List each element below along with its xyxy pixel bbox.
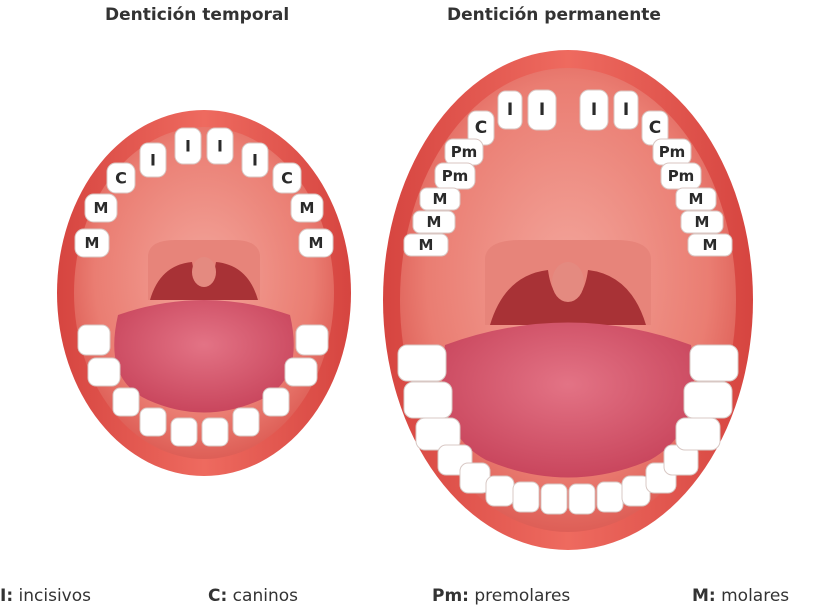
permanente-tooth-right-7: M [680, 210, 724, 234]
permanente-uvula [552, 262, 584, 302]
permanente-tooth-label-left-4: Pm [451, 143, 478, 161]
permanente-tooth-label-right-5: Pm [668, 167, 695, 185]
legend-incisivos: I: incisivos [0, 586, 91, 606]
permanente-tooth-label-left-5: Pm [442, 167, 469, 185]
temporal-tooth-label-right-5: M [309, 234, 324, 252]
permanente-tooth-label-right-2: I [623, 100, 629, 120]
temporal-uvula [192, 257, 216, 287]
permanente-lower-teeth [397, 344, 739, 515]
permanente-tooth-label-right-7: M [695, 213, 710, 231]
permanente-tooth-left-4: Pm [444, 138, 484, 166]
permanente-tooth-right-1: I [579, 89, 609, 131]
temporal-tooth-left-4: M [84, 193, 118, 223]
permanente-tooth-label-right-1: I [591, 100, 597, 120]
temporal-tooth-left-3: C [106, 162, 136, 194]
legend-molares: M: molares [692, 586, 790, 606]
temporal-tooth-left-2: I [139, 142, 167, 178]
permanente-tooth-right-3: C [641, 110, 669, 146]
temporal-tooth-right-1: I [206, 127, 234, 165]
permanente-tooth-left-1: I [527, 89, 557, 131]
permanente-tooth-label-left-1: I [539, 100, 545, 120]
temporal-tooth-label-left-2: I [150, 151, 156, 170]
temporal-tooth-label-left-5: M [85, 234, 100, 252]
permanente-tooth-label-left-7: M [427, 213, 442, 231]
temporal-tooth-label-left-4: M [94, 199, 109, 217]
permanente-tooth-label-left-8: M [419, 236, 434, 254]
permanente-tooth-left-2: I [497, 90, 523, 130]
permanente-tooth-left-3: C [467, 110, 495, 146]
permanente-tooth-label-right-6: M [689, 190, 704, 208]
temporal-tooth-label-left-3: C [115, 169, 127, 188]
temporal-tooth-label-right-4: M [300, 199, 315, 217]
temporal-tooth-label-right-3: C [281, 169, 293, 188]
title-permanente: Dentición permanente [447, 5, 661, 25]
permanente-tooth-left-7: M [412, 210, 456, 234]
permanente-tongue [442, 322, 694, 478]
permanente-tooth-label-left-2: I [507, 100, 513, 120]
permanente-tooth-label-right-3: C [649, 118, 661, 138]
permanente-tooth-right-5: Pm [660, 162, 702, 190]
permanente-tooth-left-6: M [419, 187, 461, 211]
temporal-throat [150, 262, 258, 300]
permanente-tooth-right-6: M [675, 187, 717, 211]
temporal-tooth-right-5: M [298, 228, 334, 258]
temporal-tooth-label-right-2: I [252, 151, 258, 170]
permanente-tooth-label-left-6: M [433, 190, 448, 208]
temporal-tooth-right-4: M [290, 193, 324, 223]
temporal-tooth-right-2: I [241, 142, 269, 178]
permanente-tooth-label-right-4: Pm [659, 143, 686, 161]
temporal-tooth-label-right-1: I [217, 137, 223, 156]
permanente-throat [490, 270, 646, 325]
permanente-tooth-label-left-3: C [475, 118, 487, 138]
temporal-tooth-label-left-1: I [185, 137, 191, 156]
legend-premolares: Pm: premolares [432, 586, 571, 606]
permanente-tooth-left-8: M [403, 233, 449, 257]
permanente-tooth-label-right-8: M [703, 236, 718, 254]
temporal-tooth-left-1: I [174, 127, 202, 165]
temporal-tongue [114, 300, 294, 413]
temporal-tooth-left-5: M [74, 228, 110, 258]
permanente-tooth-left-5: Pm [434, 162, 476, 190]
temporal-lower-teeth [77, 324, 329, 447]
temporal-tooth-right-3: C [272, 162, 302, 194]
permanente-tooth-right-2: I [613, 90, 639, 130]
title-temporal: Dentición temporal [105, 5, 290, 25]
legend-caninos: C: caninos [208, 586, 298, 606]
permanente-tooth-right-8: M [687, 233, 733, 257]
permanente-tooth-right-4: Pm [652, 138, 692, 166]
